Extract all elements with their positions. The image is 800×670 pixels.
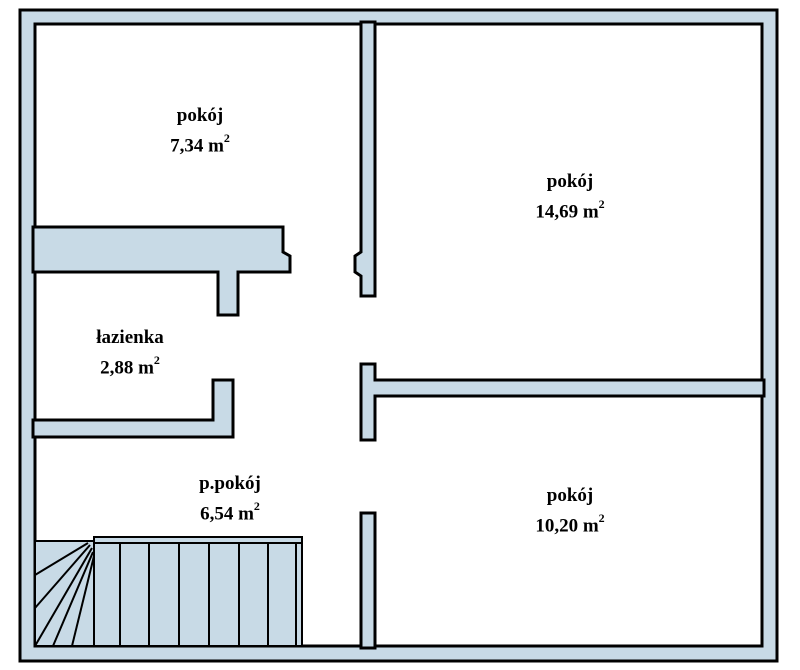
stair-line xyxy=(34,542,89,576)
wall-center-upper xyxy=(353,20,377,298)
room-name: p.pokój xyxy=(199,473,261,494)
area-unit: m xyxy=(138,357,154,379)
area-unit: m xyxy=(582,201,599,223)
area-exponent: 2 xyxy=(598,511,605,525)
area-exponent: 2 xyxy=(253,499,260,513)
staircase xyxy=(34,536,303,647)
stair-line xyxy=(71,555,95,647)
area-value: 10,20 xyxy=(535,515,579,537)
room-area: 6,54 m2 xyxy=(170,496,290,526)
area-value: 6,54 xyxy=(200,503,234,525)
room-name: pokój xyxy=(546,485,594,506)
stair-flight xyxy=(93,536,303,647)
wall-center-bottom xyxy=(359,511,377,650)
wall-top-left-bottom xyxy=(31,225,292,317)
room-label-top-right: pokój 14,69 m2 xyxy=(510,170,630,224)
room-name: łazienka xyxy=(96,327,164,348)
room-area: 7,34 m2 xyxy=(150,128,250,158)
area-value: 2,88 xyxy=(100,357,134,379)
area-value: 7,34 xyxy=(170,135,204,157)
area-exponent: 2 xyxy=(598,197,605,211)
area-exponent: 2 xyxy=(153,353,160,367)
area-unit: m xyxy=(582,515,599,537)
stair-line xyxy=(34,544,91,609)
area-value: 14,69 xyxy=(535,201,579,223)
wall-bathroom-bottom xyxy=(31,378,235,439)
area-exponent: 2 xyxy=(223,131,230,145)
area-unit: m xyxy=(238,503,254,525)
room-label-bottom-right: pokój 10,20 m2 xyxy=(510,484,630,538)
stair-flight-top xyxy=(93,536,303,544)
room-area: 2,88 m2 xyxy=(70,350,190,380)
room-area: 14,69 m2 xyxy=(510,194,630,224)
room-name: pokój xyxy=(176,105,224,126)
stair-line xyxy=(34,547,93,647)
stair-line xyxy=(52,551,94,647)
room-label-top-left: pokój 7,34 m2 xyxy=(150,104,250,158)
area-unit: m xyxy=(208,135,224,157)
room-label-hallway: p.pokój 6,54 m2 xyxy=(170,472,290,526)
room-area: 10,20 m2 xyxy=(510,508,630,538)
wall-center-middle xyxy=(359,362,766,442)
room-label-bathroom: łazienka 2,88 m2 xyxy=(70,326,190,380)
room-name: pokój xyxy=(546,171,594,192)
